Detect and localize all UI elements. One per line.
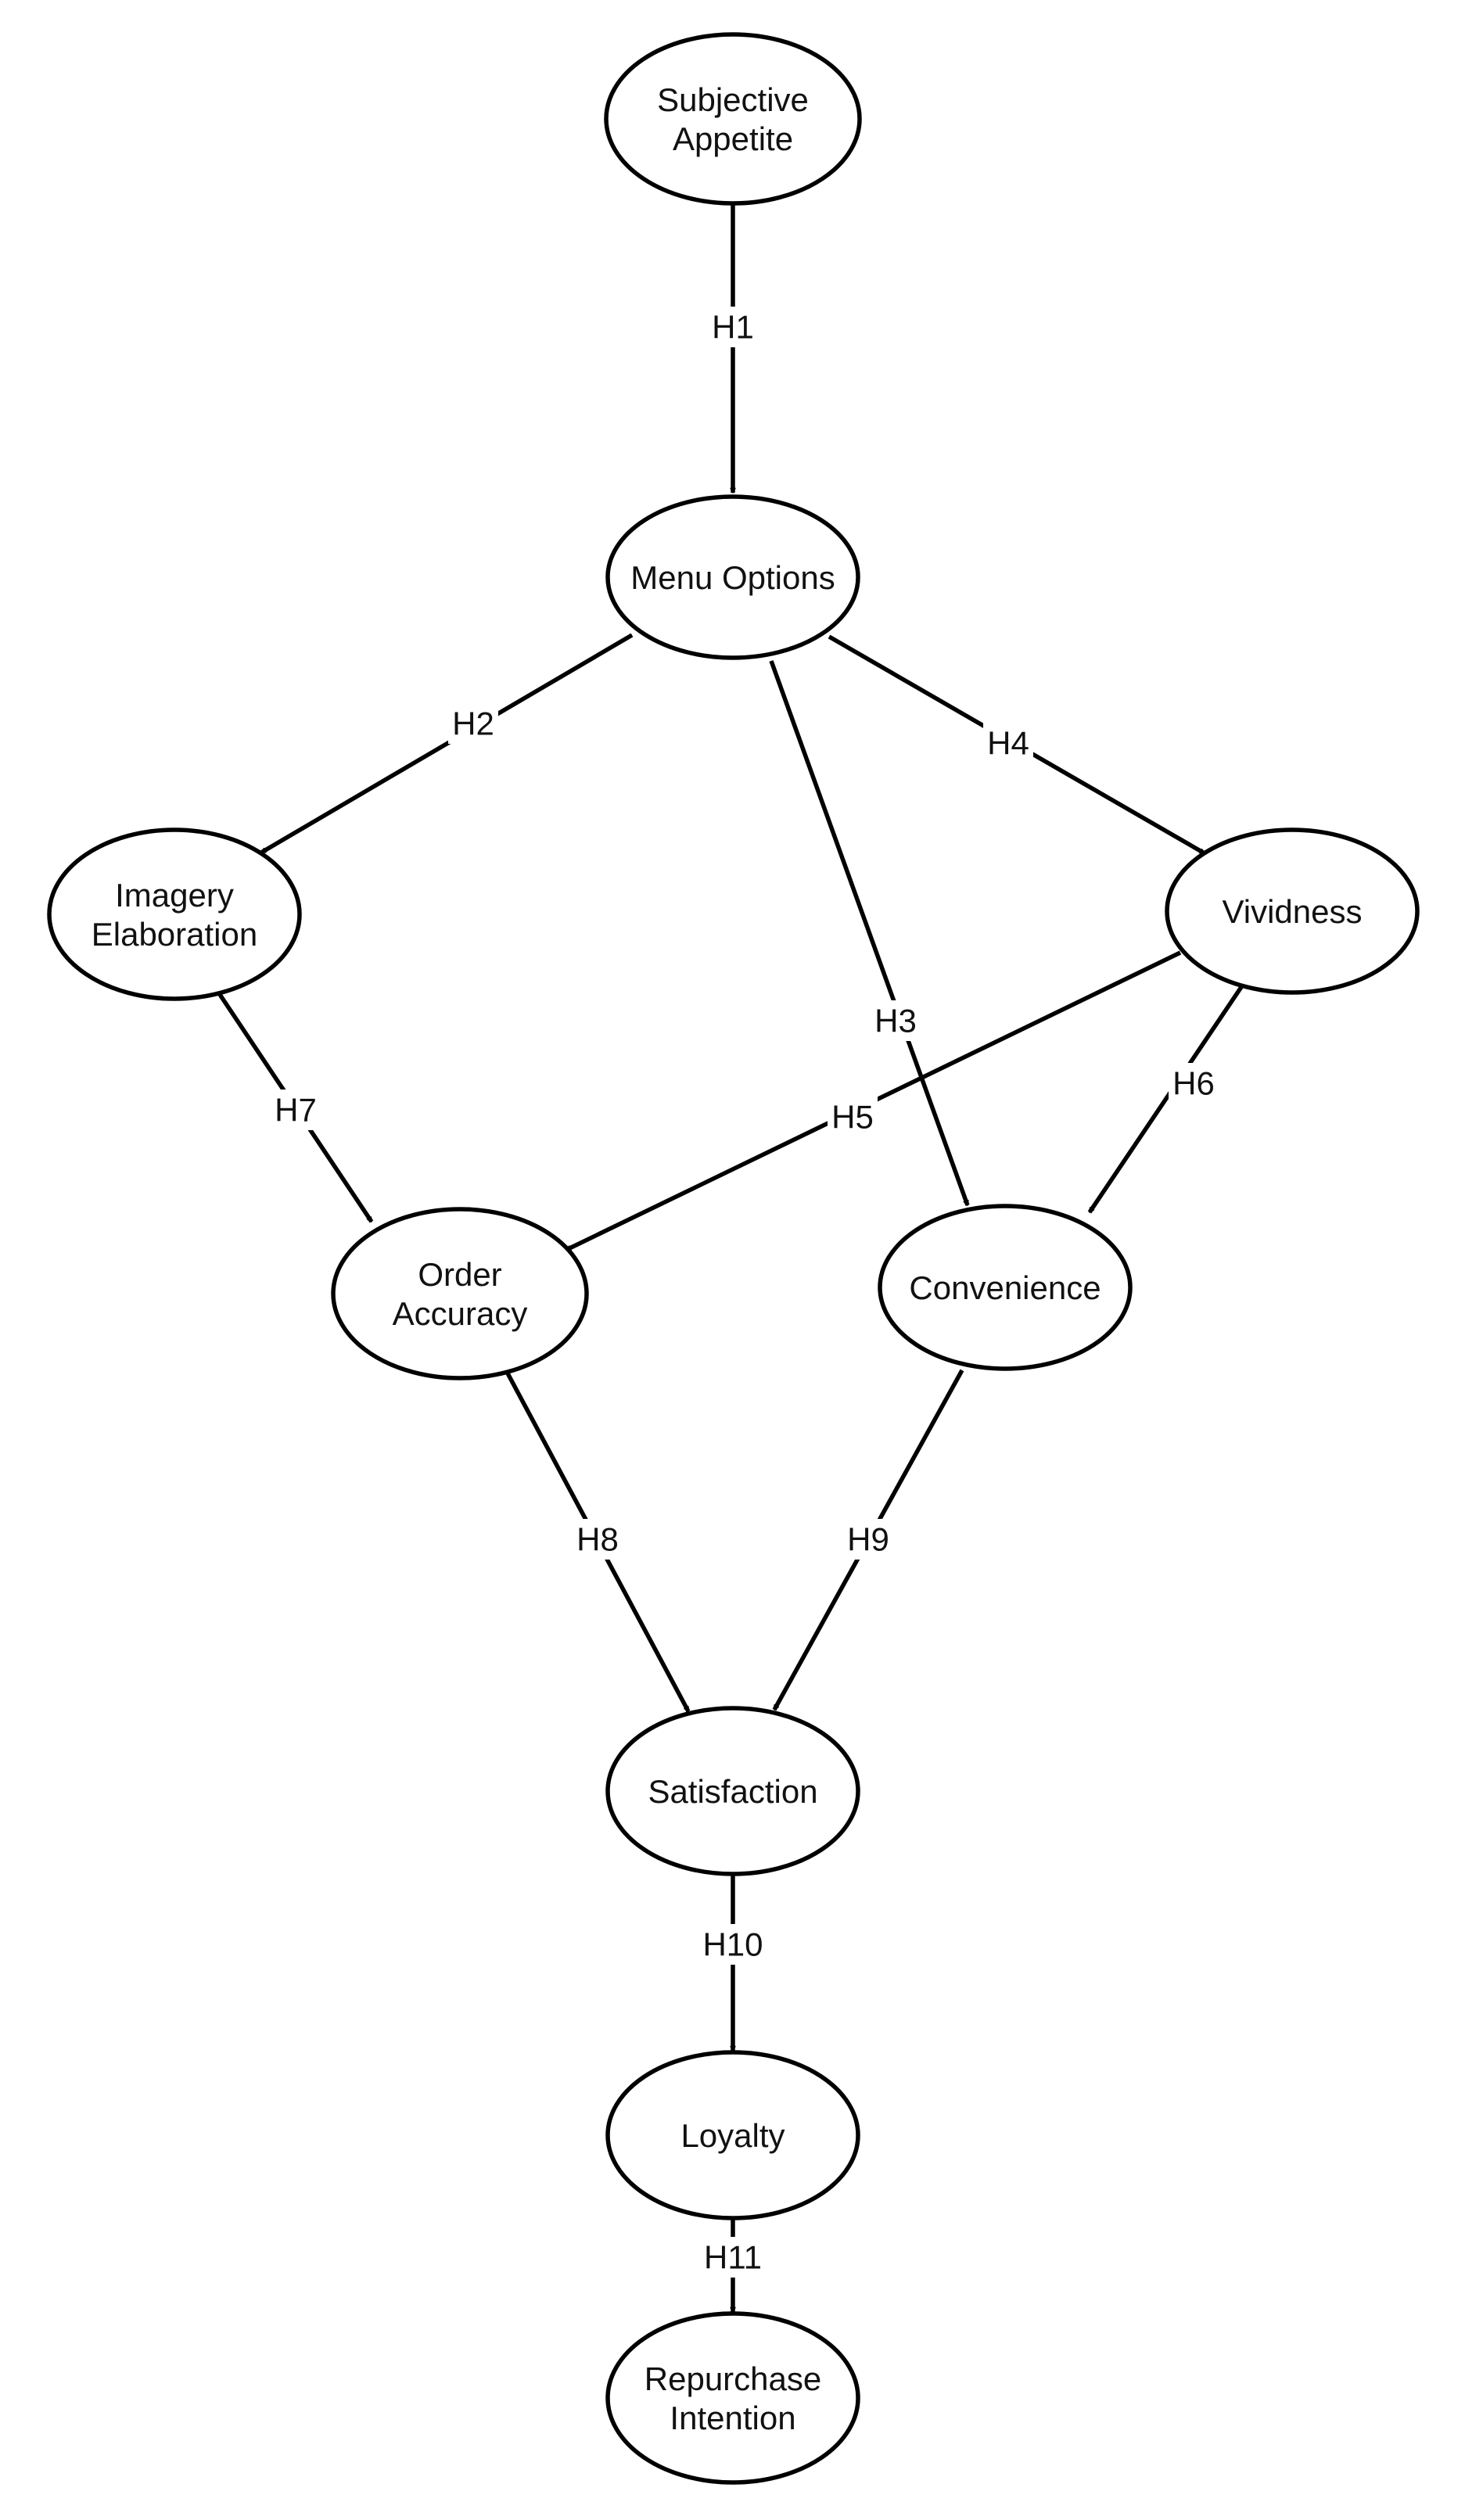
edge-label-h5: H5 (831, 1099, 874, 1136)
node-ellipse (47, 827, 302, 1001)
edge-h2: H2 (261, 633, 634, 855)
node-ellipse (605, 494, 860, 660)
edge-label-h4: H4 (987, 725, 1029, 762)
node-ellipse (605, 2050, 860, 2220)
edge-label-background (983, 723, 1033, 763)
node-label: Elaboration (92, 916, 257, 953)
node-label: Repurchase (645, 2360, 821, 2397)
edge-h3: H3 (769, 660, 970, 1205)
edge-arrow-h3 (769, 660, 970, 1205)
edge-label-background (708, 307, 758, 347)
edge-h8: H8 (504, 1370, 691, 1711)
edge-arrow-h2 (261, 633, 634, 855)
node-ellipse (604, 32, 862, 206)
edge-label-h1: H1 (712, 309, 754, 346)
edge-label-background (843, 1519, 893, 1560)
node-label: Subjective (657, 81, 809, 118)
node-convenience: Convenience (878, 1204, 1133, 1371)
node-label: Convenience (909, 1269, 1101, 1306)
edge-label-h7: H7 (275, 1092, 317, 1129)
node-label: Intention (670, 2400, 795, 2436)
node-loyalty: Loyalty (605, 2050, 860, 2220)
node-label: Accuracy (393, 1295, 528, 1332)
node-label: Menu Options (630, 559, 835, 596)
node-ellipse (605, 1706, 860, 1876)
node-label: Order (418, 1256, 501, 1293)
edge-label-background (828, 1097, 878, 1137)
edge-label-h3: H3 (874, 1003, 917, 1039)
node-vividness: Vividness (1165, 827, 1420, 995)
node-label: Satisfaction (648, 1773, 817, 1810)
node-label: Vividness (1223, 893, 1363, 930)
node-label: Appetite (673, 120, 793, 157)
node-satisfaction: Satisfaction (605, 1706, 860, 1876)
edge-label-background (448, 703, 498, 744)
edge-label-background (698, 2237, 768, 2278)
edge-label-background (698, 1924, 768, 1965)
edge-h9: H9 (772, 1369, 964, 1710)
edge-h10: H10 (698, 1874, 768, 2051)
edge-label-h11: H11 (704, 2239, 762, 2276)
node-menu-options: Menu Options (605, 494, 860, 660)
edge-label-background (1169, 1063, 1219, 1104)
edge-label-background (871, 1000, 921, 1041)
node-ellipse (331, 1207, 589, 1380)
edge-label-h8: H8 (576, 1521, 619, 1558)
edge-label-h6: H6 (1172, 1065, 1215, 1102)
edge-label-h10: H10 (702, 1926, 763, 1963)
edge-arrow-h6 (1087, 985, 1244, 1212)
node-ellipse (878, 1204, 1133, 1371)
edge-h1: H1 (708, 205, 758, 493)
edge-h4: H4 (828, 634, 1205, 856)
edge-label-background (271, 1089, 321, 1130)
edge-h11: H11 (698, 2218, 768, 2312)
node-label: Imagery (115, 877, 234, 914)
edge-h5: H5 (566, 950, 1182, 1252)
node-ellipse (605, 2311, 860, 2485)
edge-label-h9: H9 (847, 1521, 889, 1558)
edge-h6: H6 (1087, 985, 1244, 1212)
edge-label-h2: H2 (452, 705, 494, 742)
node-label: Loyalty (680, 2117, 785, 2154)
edge-h7: H7 (217, 992, 374, 1222)
edge-label-background (573, 1519, 623, 1560)
node-ellipse (1165, 827, 1420, 995)
